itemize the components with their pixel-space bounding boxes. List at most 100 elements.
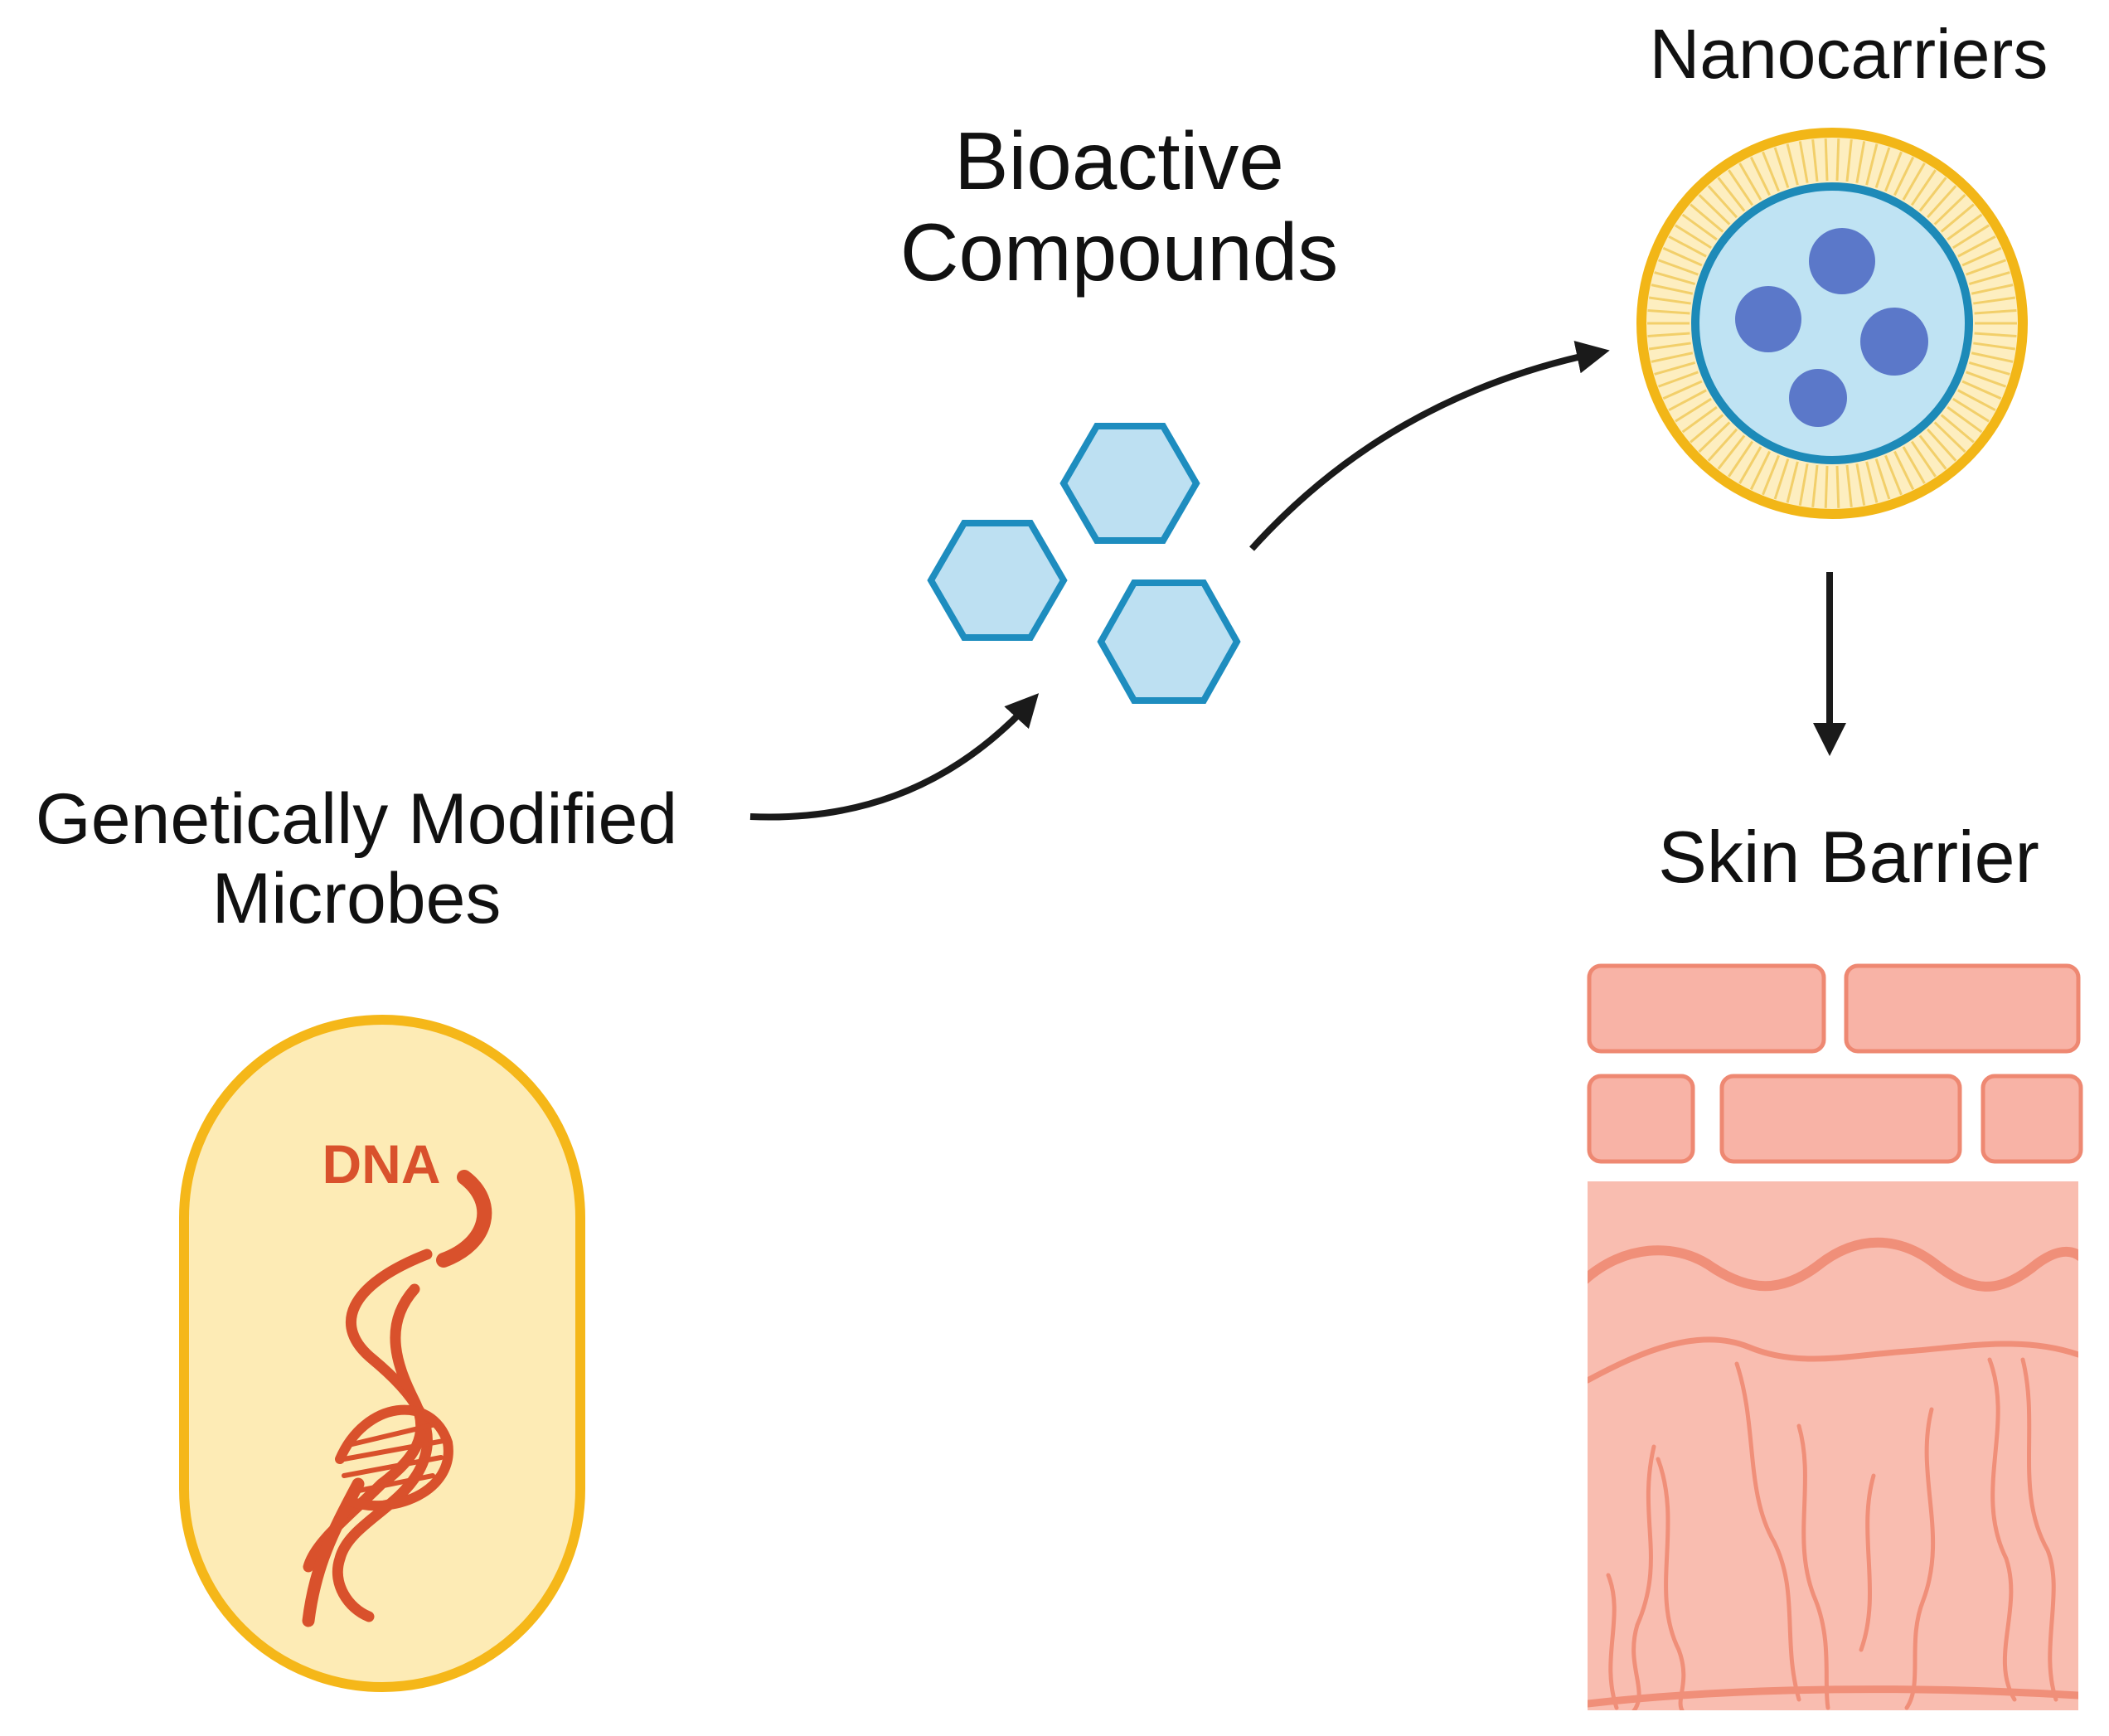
lipid-tick [1824,465,1829,508]
lipid-tick [1690,414,1724,444]
payload-dot [1860,308,1928,376]
lipid-tick [1918,434,1947,470]
hexagon-2 [927,520,1068,641]
microbes-label-line-2: Microbes [211,859,502,939]
bioactive-label-line-2: Compounds [899,206,1339,298]
lipid-tick [1865,461,1879,503]
lipid-tick [1654,271,1696,286]
lipid-tick [1940,414,1975,444]
lipid-tick [1918,177,1947,212]
lipid-tick [1910,169,1937,206]
bioactive-compounds-label: Bioactive Compounds [829,115,1409,298]
lipid-tick [1974,332,2017,338]
lipid-tick [1835,465,1840,508]
lipid-tick [1952,224,1990,250]
lipid-tick [1681,213,1718,241]
payload-dot [1809,228,1875,294]
lipid-tick [1926,428,1957,462]
dna-label: DNA [322,1133,441,1195]
lipid-tick [1855,463,1866,506]
lipid-tick [1971,284,2014,295]
hexagon-1 [1059,423,1200,544]
lipid-tick [1648,342,1691,351]
lipid-tick [1910,440,1937,478]
genetically-modified-microbes-label: Genetically Modified Microbes [0,779,713,939]
lipid-tick [1926,185,1957,219]
lipid-tick [1968,361,2010,376]
skin-layer-icon [1587,963,2083,1710]
lipid-tick [1961,380,2002,400]
lipid-tick [1811,139,1819,182]
lipid-tick [1668,235,1707,258]
hexagon-molecule-icon [927,423,1241,704]
lipid-tick [1668,389,1707,412]
lipid-tick [1749,450,1771,491]
lipid-tick [1947,405,1983,434]
lipid-tick [1811,464,1819,507]
lipid-tick [1657,259,1699,276]
lipid-tick [1974,308,2017,315]
lipid-tick [1865,143,1879,186]
lipid-tick [1717,177,1746,212]
lipid-tick [1893,156,1915,196]
lipid-tick [1874,458,1891,500]
hexagon-3 [1097,579,1241,704]
payload-dot [1789,369,1847,427]
lipid-tick [1773,147,1790,188]
lipid-tick [1675,397,1712,423]
lipid-tick [1654,361,1696,376]
arrow-microbes-to-compounds [749,693,1040,821]
lipid-tick [1647,332,1690,338]
nanocarrier-icon [1636,128,2028,519]
lipid-tick [1952,397,1990,423]
lipid-tick [1662,246,1703,267]
stratum-cells [1587,963,2083,1164]
lipid-tick [1798,463,1809,506]
lipid-tick [1966,371,2007,388]
lipid-tick [1681,405,1718,434]
lipid-tick [1647,308,1690,315]
lipid-tick [1966,259,2007,276]
lipid-tick [1961,246,2002,267]
payload-dot [1735,286,1801,352]
lipid-tick [1738,446,1762,484]
lipid-tick [1968,271,2010,286]
lipid-tick [1651,352,1694,363]
lipid-tick [1957,235,1996,258]
bioactive-label-line-1: Bioactive [954,115,1284,206]
lipid-tick [1762,454,1780,496]
lipid-tick [1773,458,1790,500]
lipid-tick [1648,296,1691,305]
lipid-tick [1884,454,1903,496]
lipid-tick [1786,143,1799,186]
lipid-tick [1902,162,1926,201]
lipid-tick [1845,139,1853,182]
lipid-tick [1698,194,1731,225]
lipid-tick [1893,450,1915,491]
microbe-icon [179,1015,585,1692]
lipid-tick [1707,428,1738,462]
lipid-tick [1874,147,1891,188]
lipid-tick [1738,162,1762,201]
lipid-tick [1662,380,1703,400]
lipid-tick [1835,138,1840,182]
lipid-tick [1933,194,1966,225]
lipid-tick [1798,141,1809,183]
lipid-tick [1957,389,1996,412]
lipid-tick [1947,213,1983,241]
lipid-tick [1933,421,1966,453]
lipid-tick [1973,296,2016,305]
lipid-tick [1824,138,1829,182]
lipid-tick [1971,352,2014,363]
dna-helix-icon [302,1170,492,1627]
arrow-compounds-to-nanocarriers [1249,341,1610,551]
lipid-tick [1940,203,1975,233]
lipid-tick [1690,203,1724,233]
lipid-tick [1786,461,1799,503]
lipid-tick [1717,434,1746,470]
skin-barrier-label: Skin Barrier [1658,816,2039,898]
lipid-tick [1902,446,1926,484]
lipid-tick [1657,371,1699,388]
